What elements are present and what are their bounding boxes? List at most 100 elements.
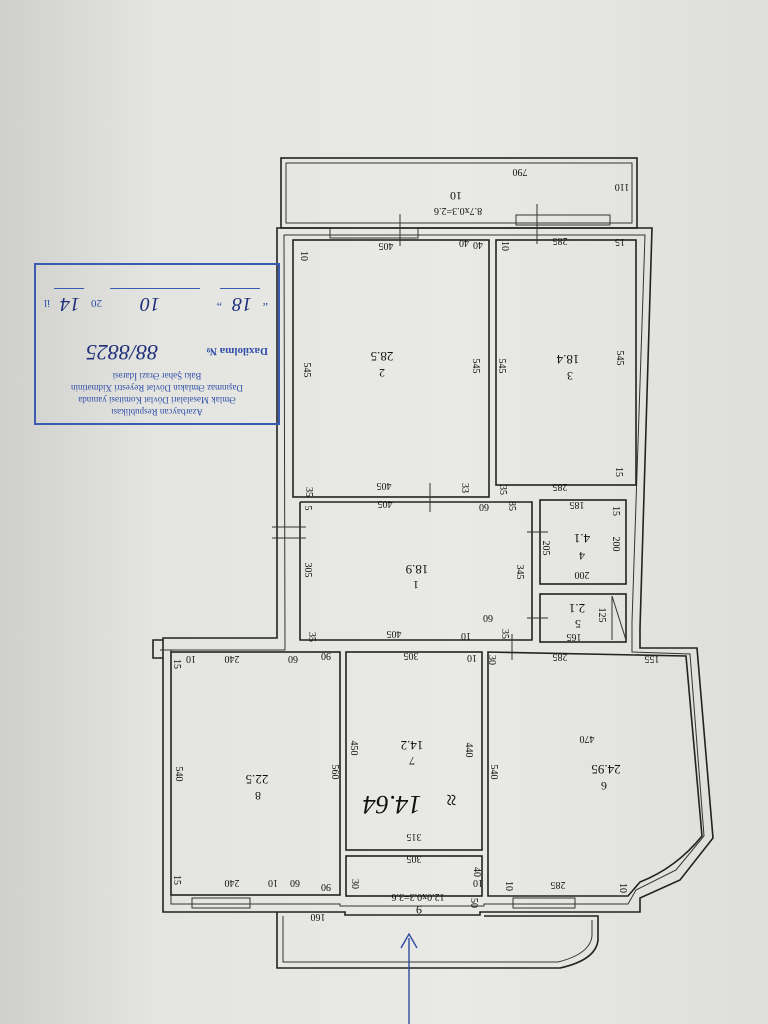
room-6-corner-5: 40 bbox=[471, 867, 482, 877]
room-6-corner-2: 30 bbox=[486, 655, 497, 665]
stamp-reg-number: 88/8825 bbox=[85, 340, 158, 365]
balcony-bottom-number: 9 bbox=[416, 903, 422, 917]
room-6-area: 24.95 bbox=[591, 762, 620, 777]
room-8-corner-5: 10 bbox=[268, 877, 278, 888]
entrance-arrow-icon bbox=[400, 932, 418, 1024]
room-6-dim-top: 285 bbox=[553, 651, 568, 662]
room-4-dim-bottom: 200 bbox=[575, 569, 590, 580]
room-8-corner-4: 15 bbox=[171, 875, 182, 885]
corridor-dim: 305 bbox=[407, 853, 422, 864]
room-2-dim-left: 545 bbox=[301, 363, 312, 378]
room-7-area: 14.2 bbox=[401, 738, 424, 753]
balcony-top: 790 110 10 8.7x0.3=2.6 bbox=[280, 157, 638, 229]
room-3: 3 18.4 285 545 545 285 10 15 15 35 bbox=[495, 235, 637, 495]
room-2-corner-1: 10 bbox=[298, 251, 309, 261]
room-6-number: 6 bbox=[601, 779, 607, 793]
room-6-dim-left: 540 bbox=[488, 765, 499, 780]
room-7-corner-2: 90 bbox=[321, 650, 331, 661]
room-1-corner-2: 60 bbox=[479, 501, 489, 512]
stamp-month-underline bbox=[110, 288, 200, 289]
room-1-dim-bottom: 405 bbox=[387, 628, 402, 639]
room-1-corner-3: 85 bbox=[506, 501, 517, 511]
stamp-line-1: Azərbaycan Respublikası bbox=[111, 407, 203, 417]
room-2-dim-right: 545 bbox=[470, 359, 481, 374]
room-2-number: 2 bbox=[379, 366, 385, 380]
corridor: 305 90 30 10 50 bbox=[321, 853, 483, 908]
corridor-corner-3: 10 bbox=[473, 877, 483, 888]
room-6-dim-width: 470 bbox=[580, 733, 595, 744]
room-8-dim-left: 540 bbox=[173, 767, 184, 782]
room-2-dim-bottom: 405 bbox=[377, 480, 392, 491]
room-1-corner-4: 35 bbox=[306, 632, 317, 642]
room-5-dim-width: 165 bbox=[567, 631, 582, 642]
stamp-quote-open: “ bbox=[262, 295, 268, 309]
room-3-dim-bottom: 285 bbox=[553, 481, 568, 492]
room-2-corner-5: 33 bbox=[459, 483, 470, 493]
corridor-corner-2: 30 bbox=[349, 879, 360, 889]
stamp-quote-close: ” bbox=[216, 295, 222, 309]
room-8-corner-1: 15 bbox=[171, 659, 182, 669]
room-1-dim-top: 405 bbox=[378, 498, 393, 509]
room-8-dim-bottom: 240 bbox=[225, 877, 240, 888]
room-8-corner-3: 60 bbox=[288, 653, 298, 664]
room-4: 4 4.1 185 205 200 200 15 bbox=[539, 499, 627, 585]
room-7: 7 14.2 305 450 440 315 10 90 14.64 ≈ bbox=[321, 650, 483, 851]
room-4-corner-1: 15 bbox=[610, 506, 621, 516]
room-7-dim-bottom: 315 bbox=[407, 831, 422, 842]
stamp-line-4: Bakı Şəhər Ərazi İdarəsi bbox=[112, 371, 202, 381]
balcony-top-number: 10 bbox=[450, 189, 462, 203]
room-6: 6 24.95 470 285 155 540 285 35 30 10 10 … bbox=[471, 629, 703, 897]
room-1-number: 1 bbox=[413, 578, 419, 592]
room-5: 5 2.1 165 125 bbox=[539, 593, 627, 643]
room-6-corner-1: 35 bbox=[499, 629, 510, 639]
balcony-bottom-width: 160 bbox=[311, 911, 326, 922]
stamp-year: 14 bbox=[60, 293, 80, 315]
balcony-top-width: 790 bbox=[513, 166, 528, 177]
room-8: 8 22.5 240 540 560 240 15 10 60 15 10 60 bbox=[170, 651, 341, 896]
room-3-dim-right: 545 bbox=[614, 351, 625, 366]
room-8-corner-2: 10 bbox=[186, 653, 196, 664]
room-3-corner-1: 10 bbox=[499, 241, 510, 251]
stamp-line-2: Əmlak Məsələləri Dövlət Komitəsi yanında bbox=[78, 395, 236, 405]
room-4-number: 4 bbox=[579, 549, 585, 563]
room-5-dim-height: 125 bbox=[596, 608, 607, 623]
stamp-day-underline bbox=[220, 288, 260, 289]
room-1-dim-left: 305 bbox=[302, 563, 313, 578]
room-8-area: 22.5 bbox=[246, 772, 269, 787]
corridor-corner-1: 90 bbox=[321, 881, 331, 892]
handwritten-note: 14.64 bbox=[363, 790, 422, 819]
room-1-corner-6: 60 bbox=[483, 612, 493, 623]
room-2-corner-4: 35 bbox=[303, 487, 314, 497]
room-2-area: 28.5 bbox=[371, 349, 394, 364]
stamp-line-3: Daşınmaz Əmlakın Dövlət Reyestri Xidməti… bbox=[71, 383, 243, 393]
room-5-number: 5 bbox=[575, 617, 581, 631]
room-1-area: 18.9 bbox=[406, 562, 429, 577]
room-3-dim-left: 545 bbox=[496, 359, 507, 374]
room-8-number: 8 bbox=[255, 789, 261, 803]
balcony-bottom-formula: 12.0x0.3=3.6 bbox=[391, 891, 444, 902]
room-7-dim-top: 305 bbox=[404, 650, 419, 661]
room-7-number: 7 bbox=[409, 754, 415, 768]
stamp-year-suffix: il bbox=[43, 297, 50, 309]
room-2-dim-top: 405 bbox=[379, 240, 394, 251]
stamp-year-prefix: 20 bbox=[91, 297, 102, 309]
room-6-corner-4: 10 bbox=[617, 883, 628, 893]
room-8-dim-right: 560 bbox=[329, 765, 340, 780]
balcony-top-depth: 110 bbox=[615, 181, 630, 192]
handwritten-mark: ≈ bbox=[439, 794, 464, 806]
stamp-month: 10 bbox=[140, 293, 160, 315]
room-1: 1 18.9 405 305 345 405 5 60 85 35 10 60 bbox=[299, 498, 533, 642]
room-2-corner-2: 40 bbox=[459, 237, 469, 248]
room-3-corner-3: 15 bbox=[613, 467, 624, 477]
room-8-corner-6: 60 bbox=[290, 877, 300, 888]
balcony-bottom: 9 12.0x0.3=3.6 160 bbox=[276, 891, 599, 969]
room-5-area: 2.1 bbox=[569, 601, 585, 616]
room-6-dim-bottom: 285 bbox=[551, 879, 566, 890]
outer-walls bbox=[152, 227, 714, 916]
room-7-dim-right: 440 bbox=[463, 743, 474, 758]
room-1-dim-right: 345 bbox=[514, 565, 525, 580]
room-4-dim-top: 185 bbox=[570, 499, 585, 510]
room-6-dim-right-top: 155 bbox=[645, 653, 660, 664]
room-3-corner-2: 15 bbox=[615, 236, 625, 247]
